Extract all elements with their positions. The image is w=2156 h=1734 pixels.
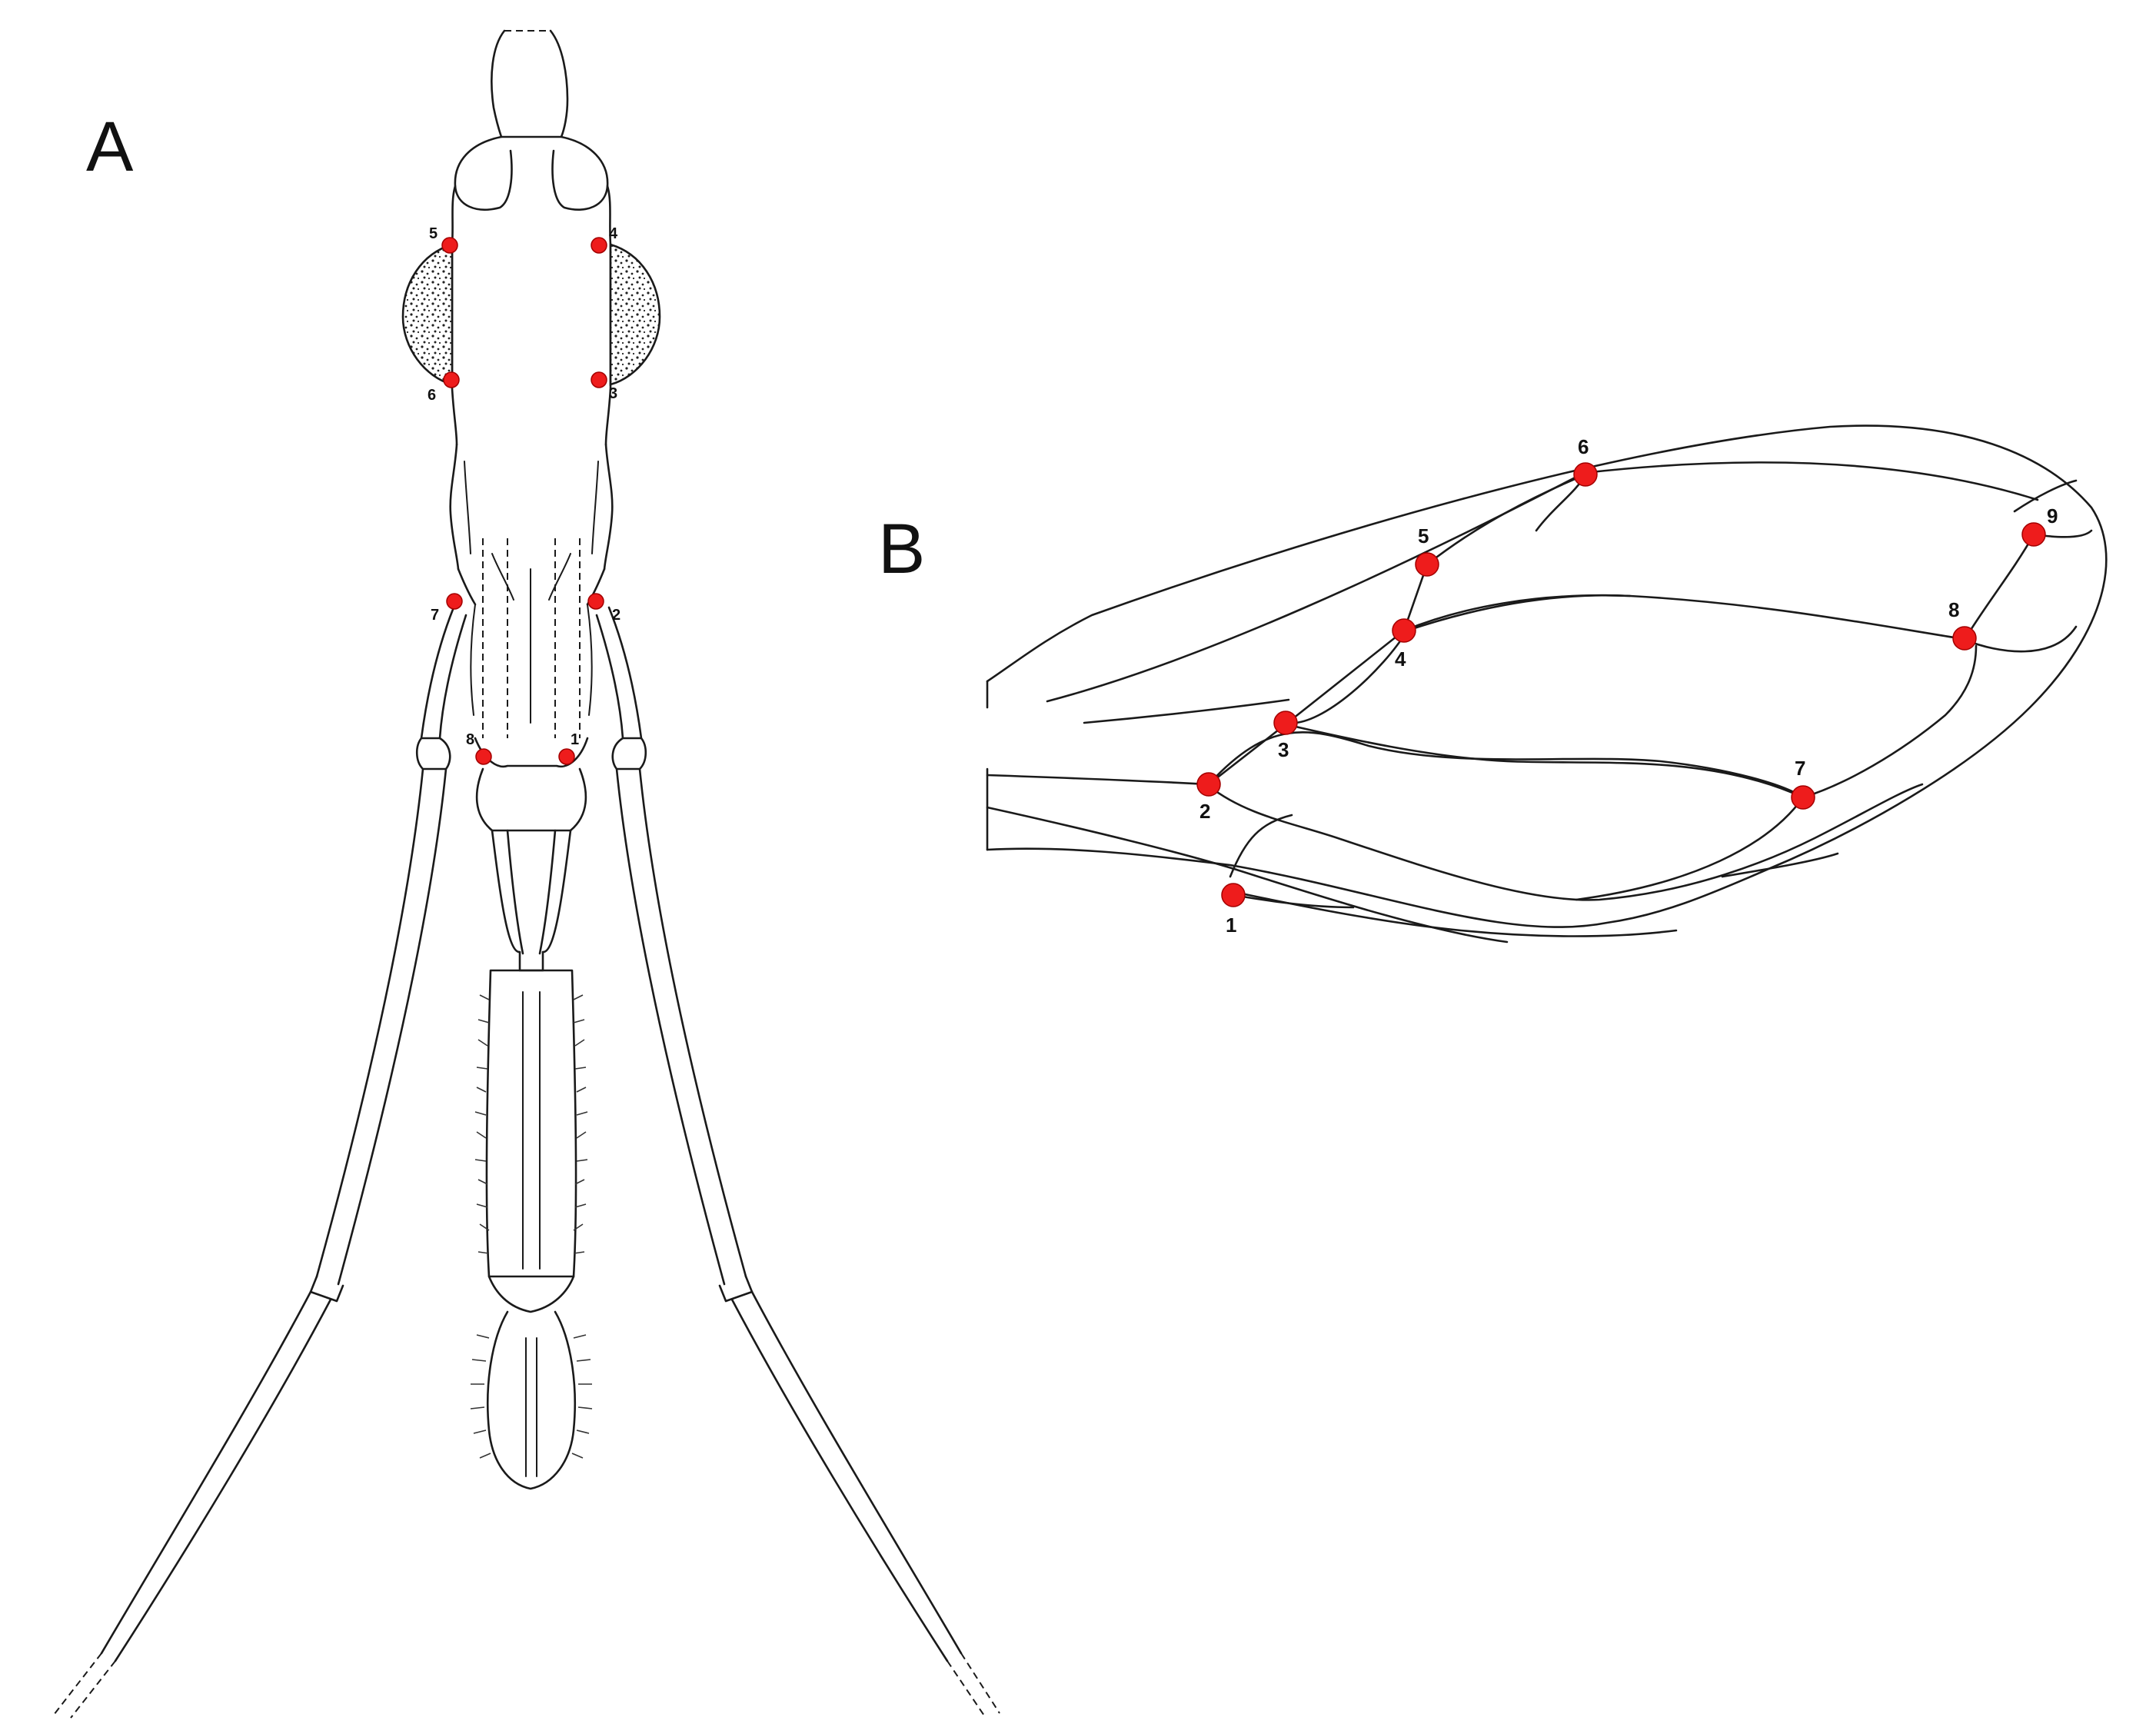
wing-landmark-8: 8	[1948, 598, 1977, 651]
wing-landmark-8-label: 8	[1948, 598, 1959, 621]
body-landmark-8: 8	[466, 731, 492, 765]
wing-landmark-5: 5	[1415, 524, 1439, 577]
body-landmark-1: 1	[558, 731, 579, 765]
antennal-lobe-left	[454, 135, 513, 211]
body-landmark-7: 7	[431, 593, 463, 624]
body-landmark-5: 5	[429, 225, 458, 254]
panel-b-label: B	[878, 510, 925, 588]
panel-a-label: A	[86, 108, 134, 186]
body-landmark-4-label: 4	[609, 225, 618, 242]
antennal-lobe-right	[551, 135, 609, 211]
body-landmark-6: 6	[428, 371, 460, 404]
wing-drawing	[986, 424, 2108, 944]
wing-landmark-1: 1	[1221, 883, 1246, 937]
hind-tibia-right	[750, 1290, 963, 1655]
wing-landmark-9-label: 9	[2047, 504, 2058, 528]
body-landmark-2: 2	[587, 593, 621, 624]
wing-landmark-2: 2	[1196, 772, 1221, 823]
body-landmark-1-label: 1	[571, 731, 579, 748]
body-landmark-2-label: 2	[612, 607, 621, 624]
wing-landmark-1-label: 1	[1226, 914, 1236, 937]
compound-eye-left	[401, 243, 454, 386]
panel-a: A	[53, 29, 1000, 1719]
wing-landmark-2-label: 2	[1199, 800, 1210, 823]
hind-tibia-left	[100, 1290, 312, 1655]
panel-b: B	[878, 424, 2108, 944]
body-landmark-4: 4	[591, 225, 618, 254]
body-landmark-8-label: 8	[466, 731, 474, 748]
wing-landmark-6: 6	[1573, 435, 1598, 487]
wing-landmarks: 1 2 3 4 5 6 7	[1196, 435, 2058, 937]
body-landmarks: 1 2 3 4 5 6 7	[428, 225, 621, 765]
insect-body-drawing	[53, 29, 1000, 1719]
body-landmark-6-label: 6	[428, 387, 436, 404]
hind-femur-left	[315, 767, 424, 1278]
body-landmark-3-label: 3	[609, 385, 617, 402]
body-landmark-3: 3	[591, 371, 617, 402]
wing-landmark-6-label: 6	[1578, 435, 1589, 458]
wing-landmark-7-label: 7	[1795, 757, 1805, 780]
wing-landmark-5-label: 5	[1418, 524, 1429, 547]
wing-landmark-4-label: 4	[1395, 647, 1406, 671]
wing-landmark-7: 7	[1791, 757, 1815, 810]
body-landmark-7-label: 7	[431, 607, 439, 624]
wing-landmark-3-label: 3	[1278, 738, 1289, 761]
wing-landmark-9: 9	[2021, 504, 2058, 547]
body-landmark-5-label: 5	[429, 225, 438, 242]
abdomen-tip	[487, 1310, 576, 1490]
wing-outline	[986, 424, 2108, 928]
hind-femur-right	[638, 767, 747, 1278]
wing-landmark-4: 4	[1392, 618, 1416, 671]
compound-eye-right	[609, 243, 661, 386]
abdomen	[485, 969, 577, 1278]
wing-landmark-3: 3	[1273, 711, 1298, 761]
